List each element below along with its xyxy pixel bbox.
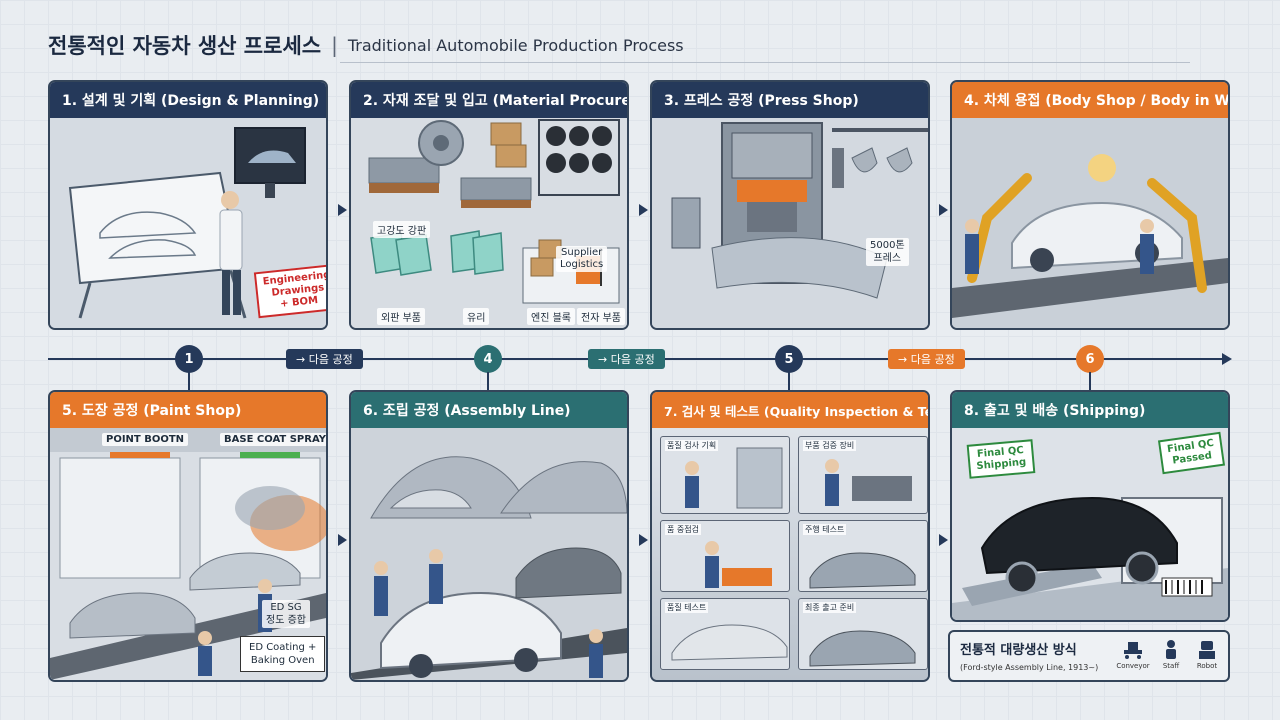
base-coat-sign: BASE COAT SPRAY (220, 433, 326, 446)
panel-illustration (952, 118, 1228, 328)
label-line: Baking Oven (250, 655, 315, 666)
legend-item-robot: Robot (1190, 638, 1224, 670)
inspection-thumbnail: 품질 테스트 (660, 598, 790, 670)
panel-illustration (351, 428, 627, 680)
robot-icon (1199, 641, 1215, 659)
flow-arrow (939, 204, 948, 216)
label-line: 프레스 (873, 253, 902, 264)
conveyor-icon (1124, 642, 1142, 659)
next-process-label: → 다음 공정 (888, 349, 965, 369)
paint-booth-illustration (50, 428, 326, 680)
timeline-node-4: 4 (474, 345, 502, 373)
inspection-thumbnail: 주행 테스트 (798, 520, 928, 592)
panel-material-procurement: 2. 자재 조달 및 입고 (Material Procurement) (349, 80, 629, 330)
timeline-node-1: 1 (175, 345, 203, 373)
panel-assembly-line: 6. 조립 공정 (Assembly Line) (349, 390, 629, 682)
inspection-thumbnail: 품 중점검 (660, 520, 790, 592)
panel-illustration: POINT BOOTN BASE COAT SPRAY ED SG 정도 증합 … (50, 428, 326, 680)
panel-shipping: 8. 출고 및 배송 (Shipping) Final QC Shipping … (950, 390, 1230, 622)
press-machine-illustration (652, 118, 928, 328)
next-process-label: → 다음 공정 (588, 349, 665, 369)
flow-arrow (338, 204, 347, 216)
steel-sheet-label: 고강도 강판 (373, 221, 431, 238)
final-shipping-stamp: Final QC Shipping (966, 439, 1036, 479)
press-tonnage-label: 5000톤 프레스 (866, 238, 909, 266)
panel-quality-inspection: 7. 검사 및 테스트 (Quality Inspection & Testin… (650, 390, 930, 682)
flow-arrow (639, 204, 648, 216)
ed-coating-label: ED SG 정도 증합 (262, 600, 310, 628)
panel-header: 8. 출고 및 배송 (Shipping) (952, 392, 1228, 428)
label-line: 5000톤 (870, 240, 905, 251)
baking-oven-label: ED Coating + Baking Oven (240, 636, 326, 672)
inspection-thumbnail: 최종 출고 준비 (798, 598, 928, 670)
thumbnail-label: 품질 테스트 (665, 602, 709, 613)
timeline-node-6: 6 (1076, 345, 1104, 373)
timeline-connector (788, 372, 790, 392)
glass-label: 유리 (463, 308, 490, 325)
label-line: Supplier (561, 247, 603, 258)
design-scene-illustration (50, 118, 326, 328)
inspection-thumbnail: 부품 검증 장비 (798, 436, 928, 514)
welding-robots-illustration (952, 118, 1228, 328)
legend-item-label: Conveyor (1116, 662, 1150, 670)
panel-header: 5. 도장 공정 (Paint Shop) (50, 392, 326, 428)
thumbnail-label: 품질 검사 기획 (665, 440, 719, 451)
page-title: 전통적인 자동차 생산 프로세스 | Traditional Automobil… (48, 30, 684, 60)
panel-body-shop: 4. 차체 용접 (Body Shop / Body in White) (950, 80, 1230, 330)
thumbnail-label: 품 중점검 (665, 524, 701, 535)
flow-arrow (939, 534, 948, 546)
thumbnail-label: 부품 검증 장비 (803, 440, 857, 451)
label-line: ED Coating + (249, 642, 317, 653)
supplier-logistics-label: Supplier Logistics (556, 246, 608, 272)
panel-paint-shop: 5. 도장 공정 (Paint Shop) POINT BOOTN BASE C… (48, 390, 328, 682)
title-korean: 전통적인 자동차 생산 프로세스 (48, 34, 322, 58)
panel-illustration: 품질 검사 기획 부품 검증 장비 품 중점검 주행 테스트 품질 테스트 최종… (652, 428, 928, 680)
engineering-drawings-stamp: Engineering Drawings + BOM (253, 263, 326, 319)
panel-header: 3. 프레스 공정 (Press Shop) (652, 82, 928, 118)
panel-illustration: 5000톤 프레스 (652, 118, 928, 328)
label-line: 정도 증합 (266, 615, 306, 626)
timeline-node-5: 5 (775, 345, 803, 373)
inspection-thumbnail: 품질 검사 기획 (660, 436, 790, 514)
panel-press-shop: 3. 프레스 공정 (Press Shop) 5000톤 프레스 (650, 80, 930, 330)
legend-subtitle: (Ford-style Assembly Line, 1913~) (960, 663, 1099, 672)
legend-item-conveyor: Conveyor (1116, 638, 1150, 670)
panel-header: 7. 검사 및 테스트 (Quality Inspection & Testin… (652, 392, 928, 428)
assembly-line-illustration (351, 428, 627, 680)
panel-illustration: 고강도 강판 Supplier Logistics 외판 부품 유리 엔진 블록… (351, 118, 627, 328)
title-separator: | (331, 33, 338, 57)
panel-header: 2. 자재 조달 및 입고 (Material Procurement) (351, 82, 627, 118)
electronic-parts-label: 전자 부품 (577, 308, 625, 325)
flow-arrow (639, 534, 648, 546)
panel-illustration: Final QC Shipping Final QC Passed (952, 428, 1228, 620)
title-english: Traditional Automobile Production Proces… (347, 35, 684, 55)
paint-booth-sign: POINT BOOTN (102, 433, 189, 446)
label-line: Logistics (560, 259, 604, 270)
engine-block-label: 엔진 블록 (527, 308, 575, 325)
staff-icon (1166, 640, 1176, 659)
legend-item-label: Robot (1196, 662, 1218, 670)
next-process-label: → 다음 공정 (286, 349, 363, 369)
exterior-parts-label: 외판 부품 (377, 308, 425, 325)
flow-arrow (338, 534, 347, 546)
timeline-arrowhead (1222, 353, 1232, 365)
thumbnail-label: 주행 테스트 (803, 524, 847, 535)
label-line: ED SG (270, 602, 302, 613)
panel-header: 1. 설계 및 기획 (Design & Planning) (50, 82, 326, 118)
thumbnail-label: 최종 출고 준비 (803, 602, 857, 613)
title-divider (340, 62, 1190, 63)
timeline-connector (1089, 372, 1091, 392)
panel-header: 6. 조립 공정 (Assembly Line) (351, 392, 627, 428)
timeline-connector (487, 372, 489, 392)
legend-title: 전통적 대량생산 방식 (960, 643, 1077, 658)
timeline-connector (188, 372, 190, 392)
legend-item-label: Staff (1162, 662, 1180, 670)
legend-item-staff: Staff (1154, 638, 1188, 670)
panel-header: 4. 차체 용접 (Body Shop / Body in White) (952, 82, 1228, 118)
mass-production-legend: 전통적 대량생산 방식 (Ford-style Assembly Line, 1… (948, 630, 1230, 682)
panel-illustration: Engineering Drawings + BOM (50, 118, 326, 328)
panel-design-planning: 1. 설계 및 기획 (Design & Planning) Engineeri… (48, 80, 328, 330)
